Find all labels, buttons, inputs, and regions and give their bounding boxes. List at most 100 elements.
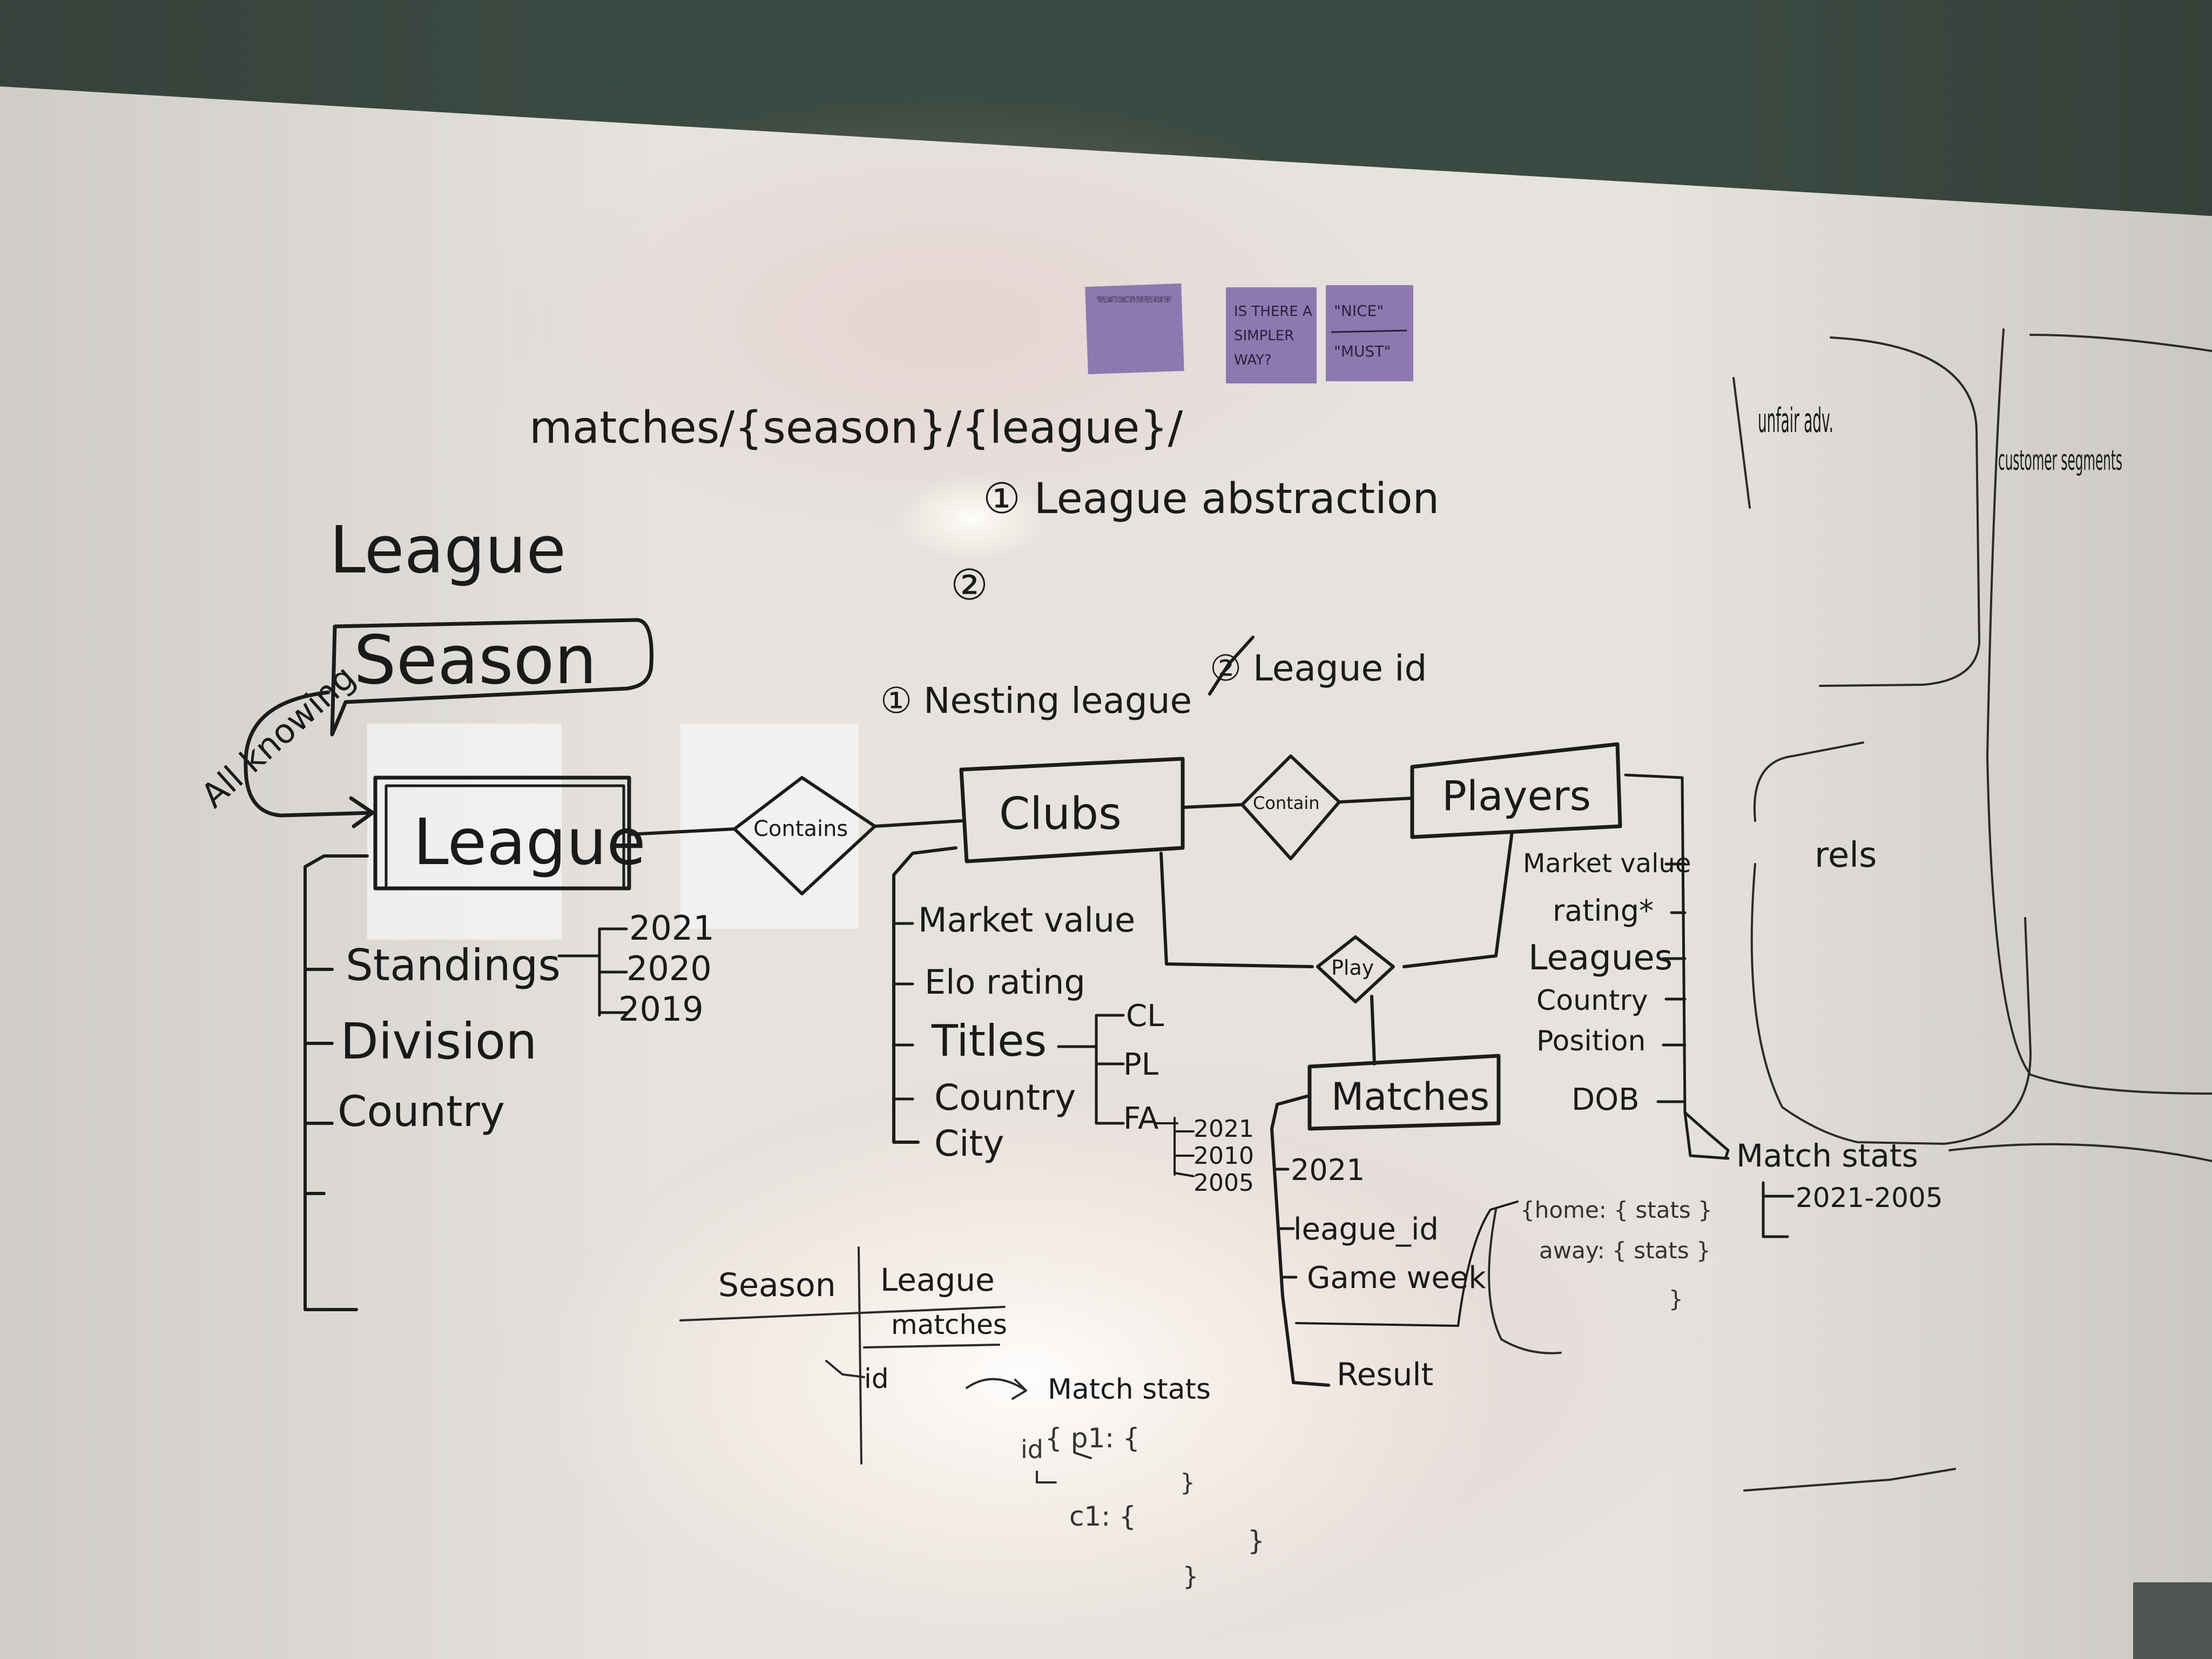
table-col-season: Season (718, 1266, 836, 1304)
sticky-note-2-line-2: SIMPLER (1234, 328, 1294, 344)
players-attr-position: Position (1536, 1025, 1645, 1057)
standings-years-bracket (557, 927, 628, 1017)
play-to-matches-line (1370, 995, 1376, 1065)
title-fa: FA (1123, 1101, 1158, 1136)
light-glare (540, 1096, 1512, 1658)
fa-year-2021: 2021 (1193, 1115, 1254, 1143)
clubs-attr-elo-rating: Elo rating (925, 962, 1085, 1002)
players-attribute-trunk (1624, 773, 1730, 1160)
table-id: id (864, 1363, 889, 1394)
canvas-channels: rels (1815, 835, 1877, 875)
canvas-unfair-adv: unfair adv. (1758, 401, 1833, 440)
league-attr-country: Country (338, 1088, 505, 1136)
sticky-note-2: IS THERE A SIMPLER WAY? (1226, 287, 1317, 383)
fa-year-2005: 2005 (1193, 1169, 1254, 1197)
clubs-entity-box (959, 757, 1185, 864)
nesting-league-text: ① Nesting league (880, 680, 1192, 721)
sticky-note-3-line-2: "MUST" (1334, 342, 1391, 360)
league-entity-box-inner (385, 784, 625, 890)
checkmark (1208, 636, 1255, 696)
contains-label: Contains (753, 817, 848, 841)
sticky-note-2-line-1: IS THERE A (1234, 304, 1312, 320)
standings-year-2020: 2020 (626, 949, 712, 988)
canvas-customer-segments: customer segments (1998, 444, 2122, 477)
match-stats-range-bracket (1762, 1181, 1795, 1238)
players-match-stats-range: 2021-2005 (1796, 1182, 1943, 1213)
league-abstraction-text: ① League abstraction (983, 475, 1439, 523)
clubs-to-play-line (1159, 852, 1314, 968)
players-attr-leagues: Leagues (1528, 938, 1673, 978)
play-label: Play (1331, 956, 1374, 980)
matches-path-text: matches/{season}/{league}/ (529, 402, 1183, 454)
league-to-contains-line (628, 827, 736, 836)
league-attr-standings: Standings (346, 940, 561, 990)
table-code-line-1: { p1: { (1045, 1422, 1140, 1454)
marker-smudge (459, 97, 1431, 551)
all-knowing-arrowhead (349, 796, 375, 828)
titles-bracket (1057, 1014, 1125, 1125)
matches-entity-box (1307, 1054, 1501, 1131)
title-pl: PL (1123, 1047, 1158, 1082)
title-cl: CL (1126, 999, 1164, 1034)
players-entity-label: Players (1442, 772, 1591, 820)
business-canvas: unfair adv. customer segments rels (1732, 328, 2212, 1492)
contain-label: Contain (1253, 793, 1320, 813)
players-attr-market-value: Market value (1523, 848, 1691, 879)
season-box-label: Season (354, 622, 597, 699)
matches-json-line-2: away: { stats } (1539, 1237, 1711, 1264)
clubs-attr-city: City (934, 1123, 1004, 1164)
corner-object (2133, 1582, 2212, 1659)
table-matches: matches (891, 1309, 1007, 1340)
players-to-play-line (1402, 830, 1514, 968)
clubs-attribute-trunk (892, 846, 957, 1144)
sticky-note-3: "NICE" "MUST" (1326, 285, 1413, 381)
fa-years-bracket (1155, 1117, 1195, 1177)
players-entity-box (1410, 742, 1622, 839)
sticky-note-1: " PEOPLE WANT TO CONNECT WITH OTHER PEOP… (1085, 283, 1184, 375)
matches-attribute-trunk (1270, 1095, 1330, 1387)
window-reflection-right (680, 724, 859, 929)
clubs-attr-titles: Titles (931, 1016, 1047, 1066)
small-glare (896, 475, 1048, 562)
league-attr-division: Division (340, 1013, 537, 1070)
players-attr-country: Country (1536, 984, 1648, 1017)
clubs-entity-label: Clubs (999, 788, 1122, 840)
matches-json-line-3: } (1669, 1286, 1683, 1312)
players-attr-dob: DOB (1572, 1082, 1640, 1117)
league-attribute-trunk (304, 854, 369, 1311)
clubs-attr-market-value: Market value (918, 900, 1135, 940)
table-code-arrow (1036, 1452, 1092, 1483)
standings-year-2019: 2019 (618, 989, 704, 1029)
clubs-to-contain-line (1181, 803, 1244, 809)
matches-attr-2021: 2021 (1291, 1153, 1365, 1187)
table-code-line-2: id (1021, 1435, 1043, 1464)
standings-year-2021: 2021 (629, 908, 714, 948)
item-2-marker: ② (950, 561, 988, 610)
window-reflection-left (367, 724, 562, 940)
table-code-line-5: } (1247, 1525, 1265, 1556)
sticky-note-2-line-3: WAY? (1234, 352, 1272, 368)
fa-year-2010: 2010 (1193, 1142, 1254, 1170)
sticky-note-1-text: " PEOPLE WANT TO CONNECT WITH OTHER PEOP… (1096, 295, 1172, 305)
matches-entity-label: Matches (1331, 1075, 1489, 1119)
contains-to-clubs-line (873, 819, 963, 828)
matches-json-line-1: {home: { stats } (1520, 1197, 1712, 1223)
table-col-league: League (880, 1262, 995, 1298)
table-code-line-3: } (1180, 1469, 1195, 1496)
league-id-text: ② League id (1210, 648, 1427, 689)
table-match-stats-arrow (966, 1378, 1027, 1400)
clubs-attr-country: Country (934, 1077, 1076, 1118)
matches-attr-game-week: Game week (1307, 1260, 1486, 1296)
json-brace-curve (1488, 1209, 1562, 1354)
season-box-outline (330, 618, 653, 737)
play-diamond (1316, 935, 1395, 1003)
table-match-stats: Match stats (1048, 1373, 1211, 1406)
matches-attr-league-id: league_id (1293, 1212, 1439, 1247)
players-attr-rating: rating* (1553, 894, 1654, 928)
sticky-note-3-line-1: "NICE" (1334, 302, 1384, 320)
all-knowing-arrow (244, 690, 375, 818)
league-entity-label: League (413, 805, 646, 879)
contain-to-players-line (1338, 797, 1414, 804)
table-code-line-6: } (1183, 1562, 1198, 1591)
